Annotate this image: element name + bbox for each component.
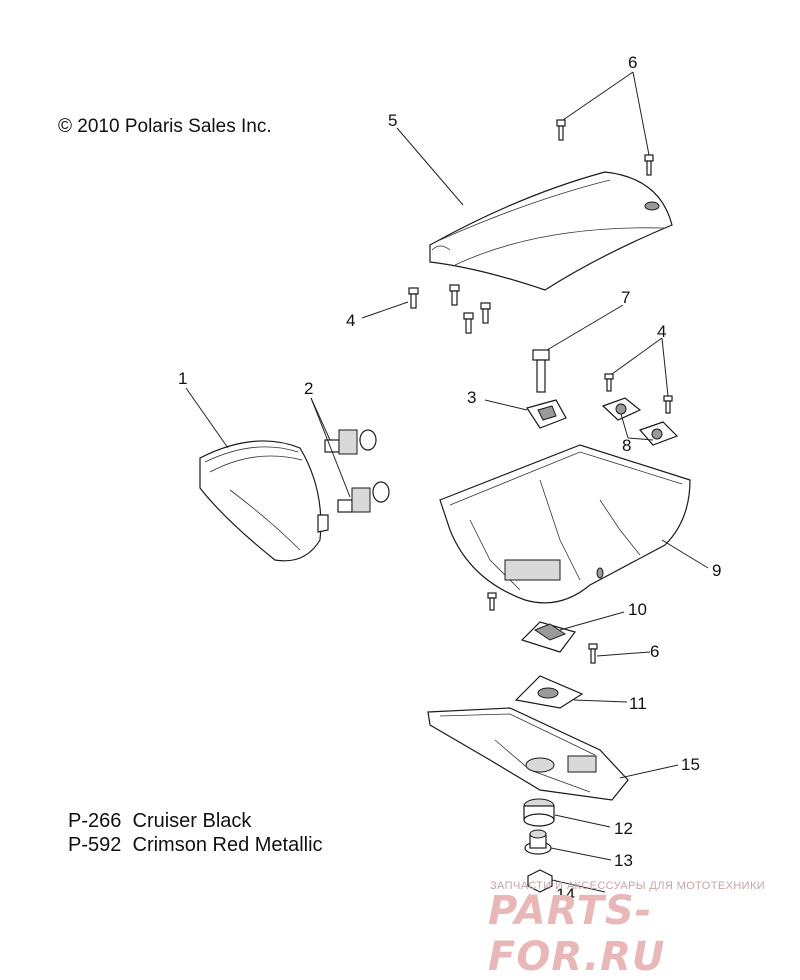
callout-9: 9	[712, 561, 722, 580]
washer-part-13	[524, 829, 552, 855]
callout-2: 2	[304, 379, 314, 398]
bulb-part-2-lower	[337, 481, 390, 513]
bracket-part-8-a	[601, 397, 642, 421]
screw-part-4-a	[408, 287, 419, 309]
callout-6-lower: 6	[650, 642, 660, 661]
callout-4-top: 4	[346, 311, 356, 330]
callout-4-right: 4	[657, 322, 667, 341]
color-code-name: Crimson Red Metallic	[132, 834, 323, 856]
callout-6-top: 6	[628, 53, 638, 72]
bulb-part-2-upper	[324, 429, 377, 455]
color-code-id: P-592	[68, 834, 122, 856]
watermark-brand: PARTS-FOR.RU	[488, 888, 666, 980]
screw-part-4-d	[463, 312, 474, 334]
callout-5: 5	[388, 111, 398, 130]
pad-part-11	[514, 675, 584, 709]
callout-11: 11	[629, 694, 647, 713]
screw-part-4-f	[663, 395, 673, 414]
color-code-name: Cruiser Black	[132, 810, 252, 832]
headlight-part-1	[199, 440, 329, 562]
screw-part-6-lower	[588, 643, 598, 664]
mount-part-10	[520, 621, 577, 653]
callout-10: 10	[628, 600, 647, 619]
screw-below-housing	[487, 592, 497, 611]
color-code-2: P-592 Crimson Red Metallic	[68, 834, 323, 857]
callout-8: 8	[622, 436, 632, 455]
callout-15: 15	[681, 755, 700, 774]
bolt-part-7	[532, 349, 550, 393]
housing-part-9	[439, 444, 691, 604]
callout-14: 14	[556, 885, 575, 904]
clip-part-3	[526, 399, 567, 429]
copyright-notice: © 2010 Polaris Sales Inc.	[58, 116, 272, 137]
callout-12: 12	[614, 819, 633, 838]
watermark-tagline: ЗАПЧАСТИ И АКСЕССУАРЫ ДЛЯ МОТОТЕХНИКИ	[490, 880, 766, 892]
bracket-part-8-b	[638, 421, 679, 446]
screw-part-4-b	[449, 284, 460, 306]
color-code-id: P-266	[68, 810, 122, 832]
bushing-part-12	[523, 798, 555, 827]
callout-13: 13	[614, 851, 633, 870]
color-code-1: P-266 Cruiser Black	[68, 810, 251, 833]
callout-3: 3	[467, 388, 477, 407]
screw-part-4-c	[480, 302, 491, 324]
callout-7: 7	[621, 288, 631, 307]
cover-part-5	[429, 171, 673, 291]
screw-part-6-left	[556, 119, 566, 141]
nut-part-14	[527, 869, 553, 893]
screw-part-6-right	[644, 154, 654, 176]
screw-part-4-e	[604, 373, 614, 392]
bracket-part-15	[427, 707, 629, 801]
callout-1: 1	[178, 369, 188, 388]
leader-lines	[185, 71, 709, 893]
